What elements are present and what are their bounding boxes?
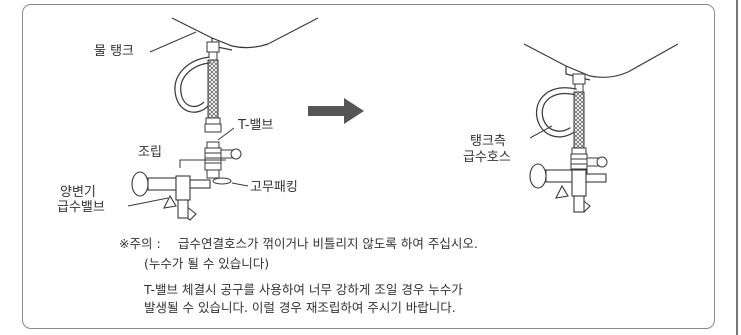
side-rule xyxy=(736,0,738,335)
right-tvalve xyxy=(570,147,608,175)
label-toilet-valve-line2: 급수밸브 xyxy=(57,200,105,215)
note-line2: (누수가 될 수 있습니다) xyxy=(144,256,270,271)
note-line4: 발생될 수 있습니다. 이럴 경우 재조립하여 주시기 바랍니다. xyxy=(144,300,456,315)
left-toilet-valve xyxy=(131,171,211,221)
label-hose-line1: 탱크측 xyxy=(470,134,506,149)
label-water-tank: 물 탱크 xyxy=(94,44,135,59)
left-gasket xyxy=(212,177,232,185)
left-tank xyxy=(171,17,319,51)
content-frame xyxy=(22,4,715,329)
left-assembly-bracket xyxy=(179,159,226,168)
left-tvalve xyxy=(204,141,242,179)
label-t-valve: T-밸브 xyxy=(238,118,274,133)
label-assembly: 조립 xyxy=(138,145,162,160)
label-hose-line2: 급수호스 xyxy=(463,150,511,165)
hose-leader-line xyxy=(529,125,553,139)
left-hose xyxy=(174,56,219,119)
gasket-leader-line xyxy=(231,182,249,187)
tank-leader-line xyxy=(149,31,197,53)
toilet-valve-leader-line xyxy=(127,197,169,207)
right-tank xyxy=(523,43,679,81)
note-line3: T-밸브 체결시 공구를 사용하여 너무 강하게 조일 경우 누수가 xyxy=(144,282,463,297)
right-hose xyxy=(535,87,585,149)
label-toilet-valve-line1: 양변기 xyxy=(60,185,96,200)
label-gasket: 고무패킹 xyxy=(250,180,298,195)
note-line1: 급수연결호스가 꺾이거나 비틀리지 않도록 하여 주십시오. xyxy=(178,236,478,251)
right-toilet-valve xyxy=(529,163,607,213)
right-arrow-icon xyxy=(308,98,364,124)
tvalve-leader-line xyxy=(217,127,235,141)
note-prefix: ※주의 : xyxy=(119,236,161,251)
left-hose-nut xyxy=(204,117,222,133)
